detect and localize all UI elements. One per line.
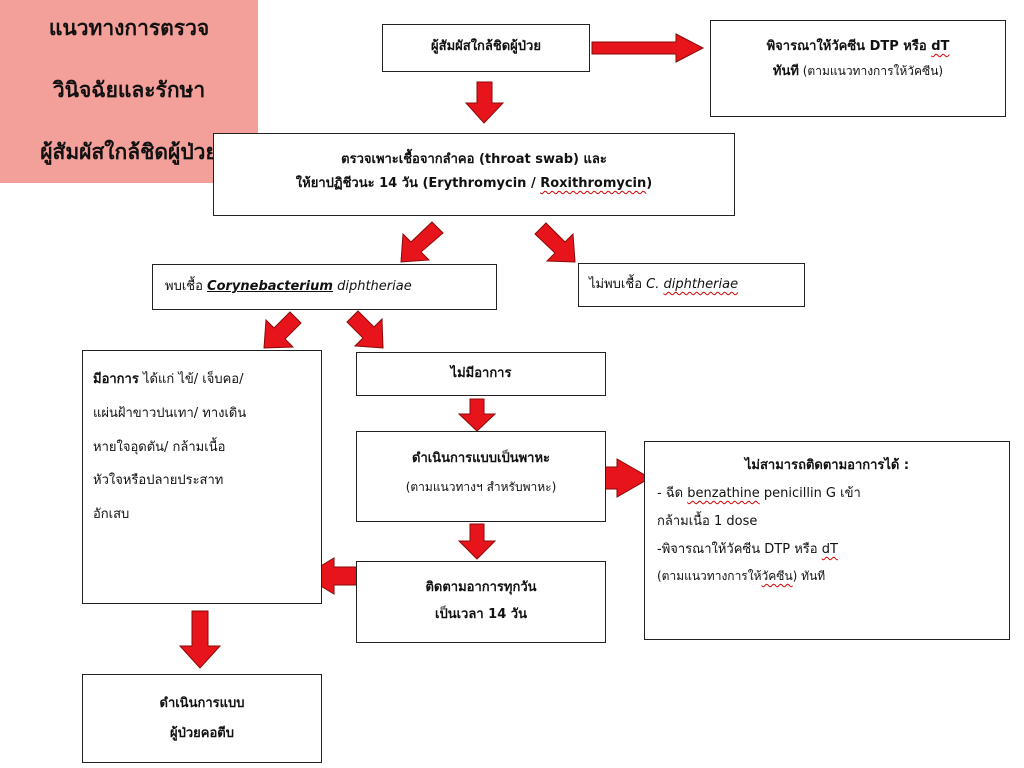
found-species: diphtheriae [332,279,412,294]
cannot-follow-line2: กล้ามเนื้อ 1 dose [657,513,758,529]
arrow-swab-to-not-found [534,222,576,263]
cannot-follow-vaccine: วัคซีน [761,568,793,583]
arrow-found-to-symptomatic [263,311,302,349]
node-pathogen-not-found: ไม่พบเชื้อ C. diphtheriae [578,263,805,307]
node-pathogen-found: พบเชื้อ Corynebacterium diphtheriae [152,264,497,310]
arrow-carrier-to-follow-up [457,523,497,560]
asymptomatic-text: ไม่มีอาการ [450,366,512,381]
symptomatic-line4: หัวใจหรือปลายประสาท [93,473,224,489]
not-found-prefix: ไม่พบเชื้อ [589,277,647,292]
node-symptomatic: มีอาการ ได้แก่ ไข้/ เจ็บคอ/ แผ่นฝ้าขาวปน… [82,350,322,604]
title-line-3: ผู้สัมผัสใกล้ชิดผู้ป่วย [40,140,218,164]
cannot-follow-line4-c: ) ทันที [792,568,826,583]
patient-line2: ผู้ป่วยคอตีบ [170,725,234,741]
cannot-follow-line3-a: -พิจารณาให้วัคซีน DTP หรือ [657,541,822,557]
arrow-symptomatic-to-patient [178,610,222,669]
vaccine-top-line1: พิจารณาให้วัคซีน DTP หรือ [766,39,932,54]
node-vaccine-immediate: พิจารณาให้วัคซีน DTP หรือ dT ทันที (ตามแ… [710,20,1006,117]
arrow-contact-to-vaccine [591,33,705,63]
not-found-genus: C. [646,277,664,292]
symptomatic-line5: อักเสบ [93,507,130,523]
arrow-found-to-asymptomatic [346,310,384,349]
swab-line2: ให้ยาปฏิชีวนะ 14 วัน (Erythromycin / [295,176,541,192]
node-daily-follow-up: ติดตามอาการทุกวัน เป็นเวลา 14 วัน [356,561,606,643]
symptomatic-line1: ได้แก่ ไข้/ เจ็บคอ/ [138,372,244,387]
vaccine-top-dt: dT [931,39,950,54]
node-cannot-follow-up: ไม่สามารถติดตามอาการได้ : - ฉีด benzathi… [644,441,1010,640]
found-genus: Corynebacterium [207,279,333,294]
node-throat-swab: ตรวจเพาะเชื้อจากลำคอ (throat swab) และ ใ… [213,133,735,216]
symptomatic-line3: หายใจอุดตัน/ กล้ามเนื้อ [93,439,226,455]
follow-up-line2: เป็นเวลา 14 วัน [435,607,527,623]
close-contact-text: ผู้สัมผัสใกล้ชิดผู้ป่วย [431,39,541,54]
node-close-contact: ผู้สัมผัสใกล้ชิดผู้ป่วย [382,24,590,72]
cannot-follow-line4-a: (ตามแนวทางการให้ [657,568,762,583]
arrow-swab-to-found [400,221,444,263]
swab-line2-end: ) [646,176,653,192]
vaccine-top-guideline: (ตามแนวทางการให้วัคซีน) [798,63,944,78]
title-line-1: แนวทางการตรวจ [48,16,210,40]
title-line-2: วินิจฉัยและรักษา [52,78,206,102]
cannot-follow-line1-a: - ฉีด [657,485,688,501]
node-diphtheria-patient: ดำเนินการแบบ ผู้ป่วยคอตีบ [82,674,322,763]
node-asymptomatic: ไม่มีอาการ [356,352,606,396]
cannot-follow-dt: dT [821,541,838,557]
not-found-species: diphtheriae [663,277,739,292]
swab-line1: ตรวจเพาะเชื้อจากลำคอ (throat swab) และ [341,152,607,167]
flowchart-title: แนวทางการตรวจ วินิจฉัยและรักษา ผู้สัมผัส… [0,0,258,183]
carrier-line2: (ตามแนวทางฯ สำหรับพาหะ) [405,479,557,494]
arrow-carrier-to-cannot-follow [601,458,652,498]
vaccine-top-immediate: ทันที [772,63,799,79]
cannot-follow-line1-c: penicillin G เข้า [759,485,861,501]
node-carrier-management: ดำเนินการแบบเป็นพาหะ (ตามแนวทางฯ สำหรับพ… [356,431,606,522]
patient-line1: ดำเนินการแบบ [159,696,245,711]
symptomatic-line2: แผ่นฝ้าขาวปนเทา/ ทางเดิน [93,405,247,421]
swab-roxithromycin: Roxithromycin [540,176,647,192]
arrow-contact-to-swab [464,81,505,124]
found-prefix: พบเชื้อ [165,279,208,294]
arrow-asymptomatic-to-carrier [457,398,497,432]
carrier-line1: ดำเนินการแบบเป็นพาหะ [412,451,550,466]
cannot-follow-benzathine: benzathine [687,485,760,501]
cannot-follow-title: ไม่สามารถติดตามอาการได้ : [744,458,910,473]
symptomatic-head: มีอาการ [93,372,139,387]
follow-up-line1: ติดตามอาการทุกวัน [425,580,537,595]
